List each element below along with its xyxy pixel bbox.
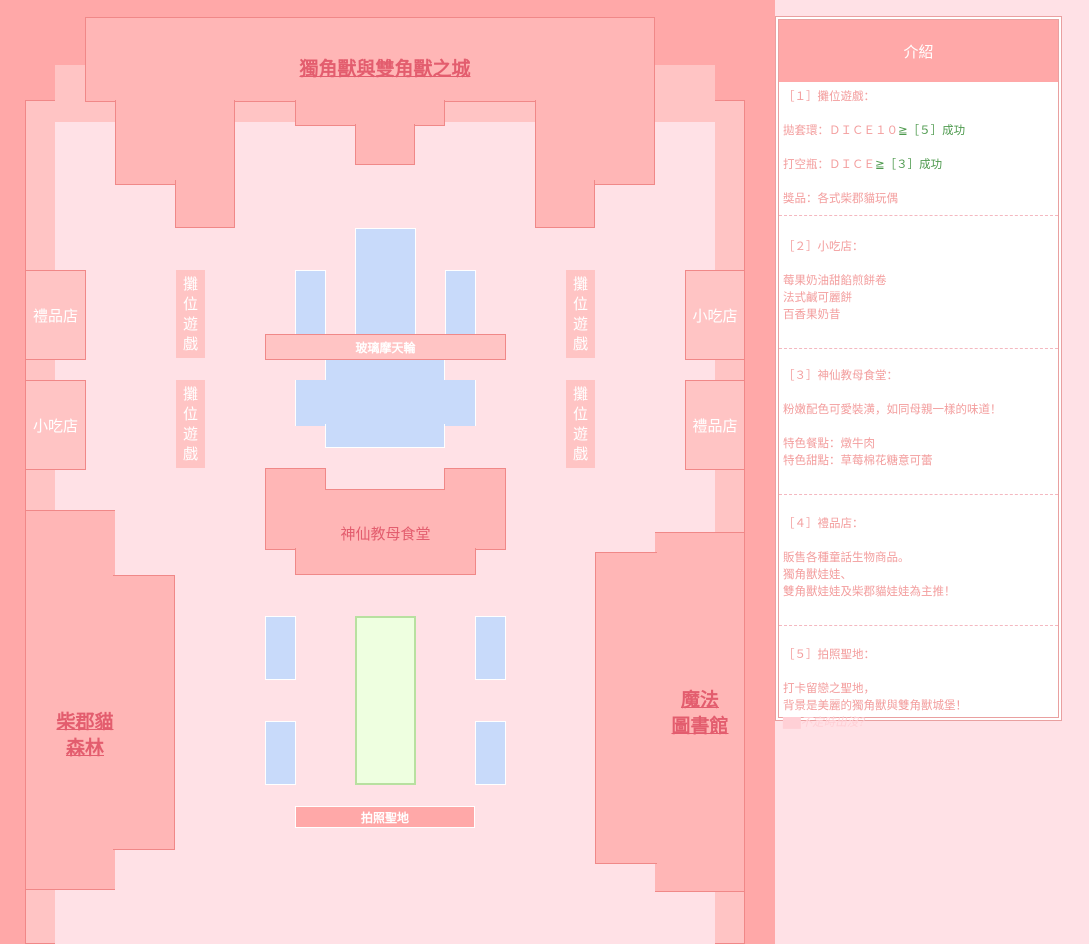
restaurant-dish: 特色餐點：燉牛肉 <box>783 436 875 450</box>
ferris-wheel-right-pillar <box>445 270 476 336</box>
intro-panel-inner: 介紹 ［１］攤位遊戲： 拋套環：ＤＩＣＥ１０≧［５］成功 打空瓶：ＤＩＣＥ≧［３… <box>778 19 1059 729</box>
snack-item: 百香果奶昔 <box>783 307 841 321</box>
stall-char: 戲 <box>572 335 588 353</box>
snack-item: 莓果奶油甜餡煎餅卷 <box>783 273 887 287</box>
gift-shop-right[interactable]: 禮品店 <box>685 380 745 470</box>
snack-shop-left[interactable]: 小吃店 <box>25 380 86 470</box>
section-stall-games: ［１］攤位遊戲： 拋套環：ＤＩＣＥ１０≧［５］成功 打空瓶：ＤＩＣＥ≧［３］成功… <box>779 82 1058 216</box>
photo-spot-label[interactable]: 拍照聖地 <box>295 806 475 828</box>
library-left <box>595 552 657 864</box>
section-restaurant: ［３］神仙教母食堂： 粉嫩配色可愛裝潢，如同母親一樣的味道！ 特色餐點：燉牛肉 … <box>779 349 1058 495</box>
bottle-rule: 打空瓶：ＤＩＣＥ≧［３］成功 <box>783 156 1054 173</box>
stall-char: 遊 <box>572 315 588 333</box>
gift-desc: 獨角獸娃娃、 <box>783 567 852 581</box>
photo-desc: 背景是美麗的獨角獸與雙角獸城堡！ <box>783 698 967 712</box>
prize-text: 獎品：各式柴郡貓玩偶 <box>783 191 898 205</box>
castle-top <box>85 17 655 102</box>
forest-label-line2: 森林 <box>65 737 104 759</box>
stall-game-1[interactable]: 攤位遊戲 <box>176 270 205 358</box>
stall-game-4[interactable]: 攤位遊戲 <box>566 380 595 468</box>
restaurant-desc: 粉嫩配色可愛裝潢，如同母親一樣的味道！ <box>783 402 1002 416</box>
section-title: ［３］神仙教母食堂： <box>783 368 898 382</box>
section-gift-shop: ［４］禮品店： 販售各種童話生物商品。 獨角獸娃娃、 雙角獸娃娃及柴郡貓娃娃為主… <box>779 495 1058 626</box>
photo-pond-2 <box>475 616 506 680</box>
section-snack-shop: ［２］小吃店： 莓果奶油甜餡煎餅卷 法式鹹可麗餅 百香果奶昔 <box>779 216 1058 349</box>
stall-game-3[interactable]: 攤位遊戲 <box>566 270 595 358</box>
ferris-wheel-base-mid <box>295 380 476 426</box>
walkway-bottom <box>115 880 655 944</box>
photo-pond-1 <box>265 616 296 680</box>
stall-char: 攤 <box>572 275 588 293</box>
stall-game-2[interactable]: 攤位遊戲 <box>176 380 205 468</box>
castle-left-foot <box>175 180 235 228</box>
photo-desc: 打卡留戀之聖地， <box>783 681 875 695</box>
ferris-wheel-label[interactable]: 玻璃摩天輪 <box>265 334 506 360</box>
section-title: ［４］禮品店： <box>783 516 864 530</box>
rule-result: 成功 <box>942 123 966 137</box>
photo-lawn <box>355 616 416 785</box>
castle-gate <box>295 100 445 126</box>
intro-panel-header: 介紹 <box>779 20 1058 82</box>
castle-gate-center <box>355 124 415 165</box>
intro-panel: 介紹 ［１］攤位遊戲： 拋套環：ＤＩＣＥ１０≧［５］成功 打空瓶：ＤＩＣＥ≧［３… <box>775 16 1062 729</box>
castle-left-tower <box>115 100 235 185</box>
library-right <box>655 532 745 892</box>
library-label-line2: 圖書館 <box>671 715 729 737</box>
restaurant-courtyard <box>325 468 445 490</box>
stall-char: 戲 <box>182 335 198 353</box>
stall-char: 攤 <box>182 275 198 293</box>
stall-char: 位 <box>182 295 198 313</box>
photo-pond-3 <box>265 721 296 785</box>
restaurant-label[interactable]: 神仙教母食堂 <box>340 524 431 543</box>
ring-toss-rule: 拋套環：ＤＩＣＥ１０≧［５］成功 <box>783 122 1054 139</box>
section-title: ［２］小吃店： <box>783 239 864 253</box>
rule-condition: ≧［５］ <box>898 123 943 137</box>
castle-right-foot <box>535 180 595 228</box>
page-background <box>775 0 1089 16</box>
gift-shop-left[interactable]: 禮品店 <box>25 270 86 360</box>
library-link[interactable]: 魔法 圖書館 <box>655 687 745 739</box>
stall-char: 攤 <box>182 385 198 403</box>
rule-text: 拋套環：ＤＩＣＥ１０ <box>783 123 898 137</box>
forest-left <box>25 510 115 890</box>
stall-char: 遊 <box>182 315 198 333</box>
rule-text: 打空瓶：ＤＩＣＥ <box>783 157 875 171</box>
photo-pond-4 <box>475 721 506 785</box>
park-map: 獨角獸與雙角獸之城 禮品店 小吃店 小吃店 禮品店 攤位遊戲 攤位遊戲 攤位遊戲… <box>0 0 775 944</box>
ferris-wheel-tower <box>355 228 416 338</box>
gift-desc: 販售各種童話生物商品。 <box>783 550 910 564</box>
restaurant-front <box>295 548 476 575</box>
snack-shop-right[interactable]: 小吃店 <box>685 270 745 360</box>
section-photo-spot: ［５］拍照聖地： 打卡留戀之聖地， 背景是美麗的獨角獸與雙角獸城堡！ ▇▇不定時… <box>779 626 1058 739</box>
rule-result: 成功 <box>919 157 943 171</box>
stall-char: 位 <box>182 405 198 423</box>
stall-char: 戲 <box>572 445 588 463</box>
gift-desc: 雙角獸娃娃及柴郡貓娃娃為主推！ <box>783 584 956 598</box>
snack-item: 法式鹹可麗餅 <box>783 290 852 304</box>
section-title: ［５］拍照聖地： <box>783 647 875 661</box>
library-label-line1: 魔法 <box>680 689 719 711</box>
restaurant-dessert: 特色甜點：草莓棉花糖意可蕾 <box>783 453 933 467</box>
forest-label-line1: 柴郡貓 <box>56 711 114 733</box>
castle-title-link[interactable]: 獨角獸與雙角獸之城 <box>299 58 471 80</box>
stall-char: 遊 <box>182 425 198 443</box>
forest-link[interactable]: 柴郡貓 森林 <box>40 709 130 761</box>
section-title: ［１］攤位遊戲： <box>783 89 875 103</box>
stall-char: 位 <box>572 405 588 423</box>
stall-char: 遊 <box>572 425 588 443</box>
rule-condition: ≧［３］ <box>875 157 920 171</box>
forest-right <box>113 575 175 850</box>
photo-note: ▇▇不定時出沒？ <box>783 715 870 729</box>
stall-char: 位 <box>572 295 588 313</box>
ferris-wheel-left-pillar <box>295 270 326 336</box>
ferris-wheel-base-bottom <box>325 424 445 448</box>
castle-right-tower <box>535 100 655 185</box>
stall-char: 戲 <box>182 445 198 463</box>
stall-char: 攤 <box>572 385 588 403</box>
